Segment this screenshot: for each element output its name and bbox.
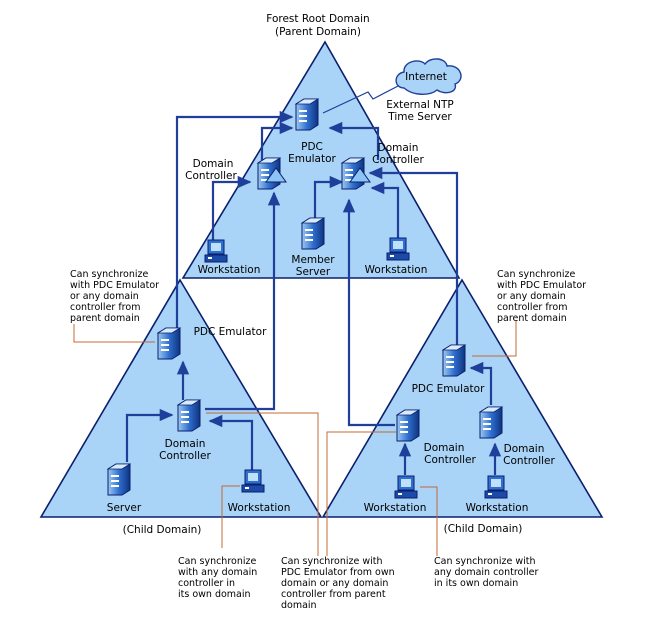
svg-text:any domain controller: any domain controller	[434, 567, 538, 578]
svg-text:PDC Emulator from own: PDC Emulator from own	[281, 567, 395, 578]
right-dc1-label-line1: Domain	[424, 442, 465, 454]
svg-text:domain or any domain: domain or any domain	[281, 578, 388, 589]
left-workstation-label: Workstation	[228, 502, 291, 514]
note-bottom-own-domain: Can synchronize with any domain controll…	[178, 556, 257, 600]
root-workstation-left-icon	[204, 239, 228, 263]
member-server-label-line2: Server	[296, 266, 331, 278]
note-left-top: Can synchronize with PDC Emulator or any…	[70, 269, 159, 324]
root-pdc-label-line2: Emulator	[288, 153, 336, 165]
left-dc-label-line1: Domain	[165, 438, 206, 450]
left-dc-label-line2: Controller	[159, 450, 211, 462]
svg-text:with PDC Emulator: with PDC Emulator	[70, 280, 159, 291]
root-workstation-right-icon	[386, 237, 410, 261]
right-dc1-label-line2: Controller	[424, 454, 476, 466]
svg-text:Can synchronize with: Can synchronize with	[434, 556, 536, 567]
forest-root-domain-triangle	[181, 40, 461, 279]
right-pdc-emulator-icon	[442, 344, 466, 377]
child-domain-right-triangle	[321, 278, 604, 518]
left-pdc-emulator-icon	[157, 327, 181, 360]
left-server-icon	[107, 463, 131, 496]
root-workstation-left-label: Workstation	[198, 264, 261, 276]
ntp-label-line2: Time Server	[387, 111, 452, 123]
svg-text:its own domain: its own domain	[178, 589, 251, 600]
svg-text:or any domain: or any domain	[70, 291, 139, 302]
svg-text:controller in: controller in	[178, 578, 235, 589]
root-dc-right-label-line2: Controller	[372, 154, 424, 166]
svg-text:domain: domain	[281, 600, 317, 611]
svg-text:with any domain: with any domain	[178, 567, 257, 578]
root-dc-left-label-line2: Controller	[185, 170, 237, 182]
left-pdc-label: PDC Emulator	[194, 326, 267, 338]
root-pdc-label-line1: PDC	[301, 141, 323, 153]
left-workstation-icon	[241, 469, 265, 493]
note-bottom-pdc-or-parent: Can synchronize with PDC Emulator from o…	[281, 556, 395, 611]
svg-text:or any domain: or any domain	[497, 291, 566, 302]
svg-text:controller from: controller from	[70, 302, 140, 313]
root-dc-left-label-line1: Domain	[193, 158, 234, 170]
right-dc2-label-line1: Domain	[504, 443, 545, 455]
root-workstation-right-label: Workstation	[365, 264, 428, 276]
member-server-label-line1: Member	[291, 254, 335, 266]
left-domain-controller-icon	[177, 399, 201, 432]
root-dc-right-icon	[341, 157, 371, 190]
internet-cloud	[395, 58, 462, 95]
svg-text:in its own domain: in its own domain	[434, 578, 518, 589]
ntp-label-line1: External NTP	[386, 99, 454, 111]
svg-text:Can synchronize: Can synchronize	[178, 556, 256, 567]
right-workstation2-icon	[484, 475, 508, 499]
root-pdc-emulator-icon	[295, 98, 319, 131]
right-dc2-icon	[479, 406, 503, 439]
svg-text:with PDC Emulator: with PDC Emulator	[497, 280, 586, 291]
note-right-top: Can synchronize with PDC Emulator or any…	[497, 269, 586, 324]
internet-link	[322, 84, 401, 114]
svg-text:Can synchronize with: Can synchronize with	[281, 556, 383, 567]
svg-text:Can synchronize: Can synchronize	[70, 269, 148, 280]
root-dc-right-label-line1: Domain	[378, 142, 419, 154]
svg-text:Can synchronize: Can synchronize	[497, 269, 575, 280]
svg-text:parent domain: parent domain	[497, 313, 567, 324]
right-dc1-icon	[396, 409, 420, 442]
right-workstation1-icon	[394, 475, 418, 499]
note-bottom-any-dc-own: Can synchronize with any domain controll…	[434, 556, 538, 589]
svg-text:controller from parent: controller from parent	[281, 589, 386, 600]
right-dc2-label-line2: Controller	[503, 455, 555, 467]
internet-label: Internet	[405, 71, 447, 83]
left-server-label: Server	[107, 502, 142, 514]
svg-text:controller from: controller from	[497, 302, 567, 313]
right-workstation2-label: Workstation	[466, 502, 529, 514]
right-workstation1-label: Workstation	[364, 502, 427, 514]
forest-title-line1: Forest Root Domain	[266, 13, 369, 25]
forest-title-line2: (Parent Domain)	[275, 26, 361, 38]
left-child-caption: (Child Domain)	[123, 524, 202, 536]
root-member-server-icon	[301, 217, 325, 250]
sync-arrows	[125, 110, 502, 475]
svg-text:parent domain: parent domain	[70, 313, 140, 324]
right-pdc-label: PDC Emulator	[412, 383, 485, 395]
root-dc-left-icon	[257, 157, 287, 190]
right-child-caption: (Child Domain)	[444, 523, 523, 535]
leader-lines	[73, 320, 517, 556]
